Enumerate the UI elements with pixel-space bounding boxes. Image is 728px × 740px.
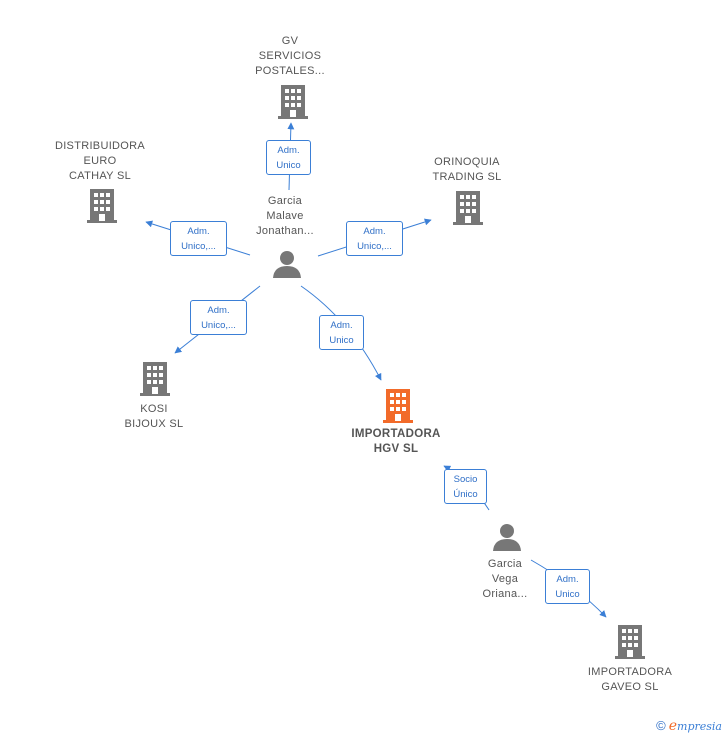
brand-logo-initial: e: [668, 718, 678, 734]
node-label-gv[interactable]: GV SERVICIOS POSTALES...: [255, 35, 325, 77]
node-label-garcia-vega[interactable]: Garcia Vega Oriana...: [482, 558, 528, 600]
node-label-orinoquia[interactable]: ORINOQUIA TRADING SL: [432, 156, 502, 183]
building-icon[interactable]: [139, 361, 171, 397]
building-icon[interactable]: [452, 190, 484, 226]
person-icon[interactable]: [492, 522, 522, 552]
edge-label-distribuidora[interactable]: Adm. Unico,...: [170, 221, 227, 256]
building-icon-focus[interactable]: [382, 388, 414, 424]
node-label-hgv[interactable]: IMPORTADORA HGV SL: [351, 428, 441, 455]
building-icon[interactable]: [86, 188, 118, 224]
edge-label-socio[interactable]: Socio Único: [444, 469, 487, 504]
edge-label-gv[interactable]: Adm. Unico: [266, 140, 311, 175]
brand-footer[interactable]: ©empresia: [656, 718, 722, 734]
node-label-gaveo[interactable]: IMPORTADORA GAVEO SL: [587, 666, 673, 693]
node-label-garcia-malave[interactable]: Garcia Malave Jonathan...: [256, 195, 314, 237]
person-icon[interactable]: [272, 249, 302, 279]
edge-label-orinoquia[interactable]: Adm. Unico,...: [346, 221, 403, 256]
node-label-kosi[interactable]: KOSI BIJOUX SL: [124, 403, 184, 430]
edge-label-hgv[interactable]: Adm. Unico: [319, 315, 364, 350]
node-label-distribuidora[interactable]: DISTRIBUIDORA EURO CATHAY SL: [54, 140, 146, 182]
edge-label-gaveo[interactable]: Adm. Unico: [545, 569, 590, 604]
building-icon[interactable]: [614, 624, 646, 660]
building-icon[interactable]: [277, 84, 309, 120]
brand-logo-text: mpresia: [677, 720, 722, 733]
edge-label-kosi[interactable]: Adm. Unico,...: [190, 300, 247, 335]
copyright-icon: ©: [656, 718, 666, 733]
